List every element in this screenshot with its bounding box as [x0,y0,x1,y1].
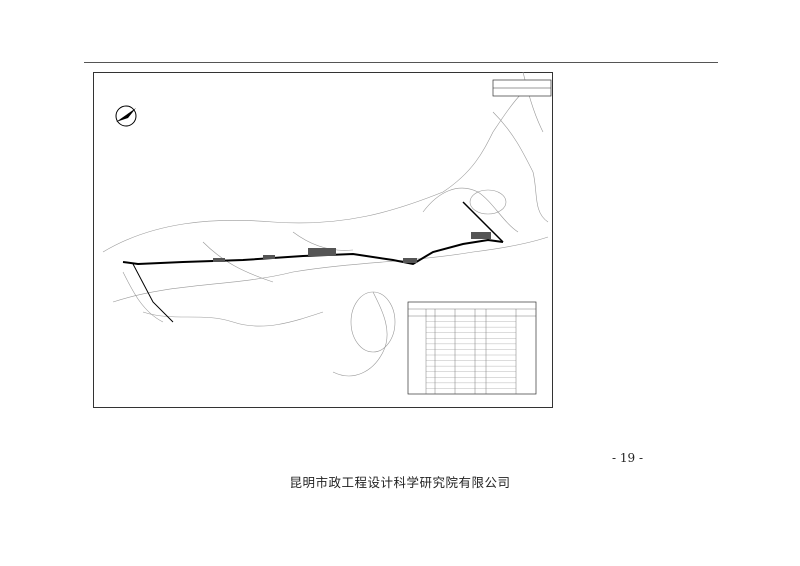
route-map-drawing [102,72,552,395]
branch-route [132,263,174,323]
route-line [122,238,504,266]
data-table [407,301,537,395]
terrain-lines [102,72,549,377]
north-arrow-icon [115,105,137,127]
map-frame [93,72,553,408]
company-name: 昆明市政工程设计科学研究院有限公司 [289,475,511,490]
header-rule [84,62,718,63]
page-number: - 19 - [612,451,644,465]
